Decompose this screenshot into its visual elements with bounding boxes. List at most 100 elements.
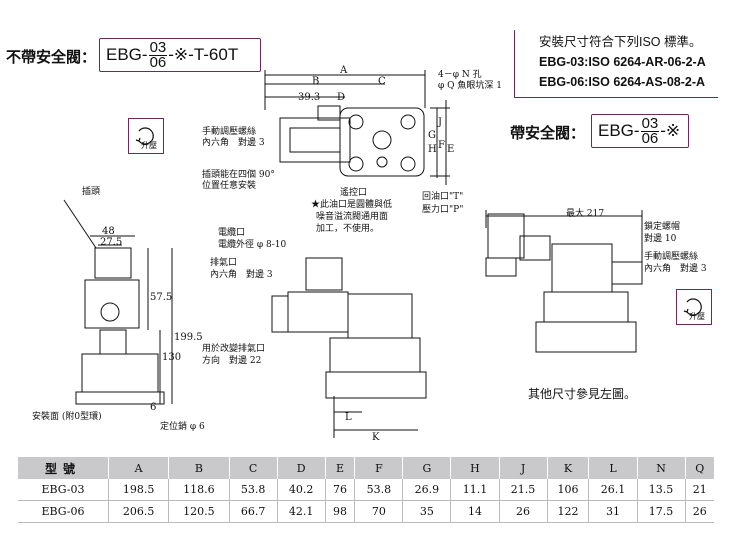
col-header: N bbox=[637, 457, 686, 479]
col-header: C bbox=[229, 457, 278, 479]
table-cell: 31 bbox=[588, 500, 638, 523]
table-cell: 26 bbox=[499, 500, 548, 523]
label-locating-pin: 定位銷 φ 6 bbox=[160, 422, 205, 432]
safety-model-size-fraction: 03 06 bbox=[640, 114, 660, 146]
iso-line-03: EBG-03:ISO 6264-AR-06-2-A bbox=[539, 55, 706, 69]
right-view-coil-cap bbox=[485, 257, 517, 277]
col-header: E bbox=[325, 457, 356, 479]
table-cell: EBG-06 bbox=[18, 500, 109, 523]
col-header: K bbox=[547, 457, 590, 479]
table-cell: 11.1 bbox=[450, 479, 500, 501]
table-row: EBG-06 206.5 120.5 66.7 42.1 98 70 35 14… bbox=[18, 500, 714, 523]
table-cell: 206.5 bbox=[108, 500, 170, 523]
table-cell: 106 bbox=[547, 479, 590, 501]
label-change-vent: 用於改變排氣口 bbox=[202, 344, 266, 354]
table-cell: 35 bbox=[402, 500, 452, 523]
label-lock-nut-size: 對邊 10 bbox=[644, 234, 677, 244]
dim-b: B bbox=[312, 76, 319, 87]
iso-line-06: EBG-06:ISO 6264-AS-08-2-A bbox=[539, 75, 706, 89]
model-size-fraction: 03 06 bbox=[148, 40, 168, 71]
side-view-neck bbox=[99, 329, 127, 355]
dim-575: 57.5 bbox=[150, 292, 172, 303]
table-cell: 98 bbox=[325, 500, 356, 523]
label-vent-hex: 內六角 對邊 3 bbox=[210, 270, 273, 280]
model-code-box: EBG- 03 06 -※-T-60T bbox=[99, 38, 261, 72]
label-mount-face: 安裝面 (附0型環) bbox=[32, 412, 102, 422]
label-rotate-plug: 插頭能在四個 90° bbox=[202, 170, 275, 180]
dim-48: 48 bbox=[102, 226, 115, 237]
table-cell: 17.5 bbox=[637, 500, 686, 523]
label-hex-right: 內六角 對邊 3 bbox=[644, 264, 707, 274]
table-cell: 14 bbox=[450, 500, 500, 523]
table-cell: 66.7 bbox=[229, 500, 278, 523]
label-plug: 插頭 bbox=[82, 187, 101, 197]
dim-c: C bbox=[378, 76, 386, 87]
label-note-2: 噪音溢流閥通用面 bbox=[316, 212, 389, 222]
label-vent-port: 排氣口 bbox=[210, 258, 238, 268]
top-view-coil-inner bbox=[289, 127, 341, 153]
top-view-knob bbox=[317, 105, 341, 121]
table-cell: 26.1 bbox=[588, 479, 638, 501]
technical-drawing: A B C 39.3 D G H J E F 48 27.5 57.5 199.… bbox=[63, 65, 643, 443]
safety-model-prefix: EBG- bbox=[598, 121, 640, 140]
col-header: G bbox=[402, 457, 452, 479]
safety-model-size-03: 03 bbox=[640, 114, 660, 132]
side-view-coil bbox=[84, 279, 140, 329]
front-view-connector bbox=[305, 257, 343, 291]
model-size-06: 06 bbox=[149, 53, 167, 71]
right-view-base bbox=[543, 291, 629, 323]
col-header: A bbox=[108, 457, 170, 479]
col-header: B bbox=[168, 457, 230, 479]
label-return-port: 回油口"T" bbox=[422, 192, 464, 202]
top-view-body bbox=[339, 107, 425, 177]
top-view-hole-3 bbox=[348, 156, 364, 172]
dim-275: 27.5 bbox=[100, 237, 122, 248]
label-hole-spec-1: 4－φ N 孔 bbox=[438, 70, 482, 80]
side-view-spool bbox=[100, 302, 120, 322]
table-cell: 42.1 bbox=[277, 500, 326, 523]
dim-a: A bbox=[339, 65, 348, 76]
dim-e: E bbox=[447, 144, 454, 155]
table-cell: 76 bbox=[325, 479, 356, 501]
table-cell: 53.8 bbox=[229, 479, 278, 501]
right-view-pilot bbox=[487, 213, 525, 259]
col-header: Q bbox=[685, 457, 714, 479]
label-change-vent-2: 方向 對邊 22 bbox=[202, 356, 262, 366]
table-cell: 53.8 bbox=[354, 479, 404, 501]
safety-model-suffix: -※ bbox=[660, 121, 681, 140]
label-lock-nut: 鎖定螺帽 bbox=[644, 222, 681, 232]
table-cell: 21 bbox=[685, 479, 714, 501]
side-view-flange bbox=[75, 391, 165, 405]
label-rotate-plug-2: 位置任意安裝 bbox=[202, 181, 257, 191]
front-view-vent bbox=[271, 295, 289, 333]
label-hole-spec-2: φ Q 魚眼坑深 1 bbox=[438, 81, 502, 91]
dim-h: H bbox=[428, 144, 437, 155]
front-view-flange bbox=[325, 371, 427, 399]
label-pressure-screw-left: 手動調壓螺絲 bbox=[202, 127, 257, 137]
top-view-coil bbox=[279, 117, 351, 163]
col-header: H bbox=[450, 457, 500, 479]
col-header: F bbox=[354, 457, 404, 479]
dim-d: D bbox=[337, 92, 345, 103]
dimension-table: 型號 A B C D E F G H J K L N Q EBG-03 198.… bbox=[18, 457, 714, 523]
table-cell: 21.5 bbox=[499, 479, 548, 501]
dim-1995: 199.5 bbox=[174, 332, 203, 343]
col-header: J bbox=[499, 457, 548, 479]
top-view-hole-1 bbox=[348, 114, 364, 130]
pressure-up-icon-right: 升壓 bbox=[676, 289, 712, 325]
side-view-plug bbox=[94, 247, 132, 279]
safety-model-code-box: EBG- 03 06 -※ bbox=[591, 114, 689, 148]
table-cell: 13.5 bbox=[637, 479, 686, 501]
dim-f: F bbox=[438, 140, 445, 151]
top-view-hole-4 bbox=[400, 156, 416, 172]
rotate-arrow-icon bbox=[683, 298, 702, 316]
col-header: L bbox=[588, 457, 638, 479]
pressure-up-text-right: 升壓 bbox=[689, 312, 705, 321]
table-cell: 198.5 bbox=[108, 479, 170, 501]
label-pressure-screw-right: 手動調壓螺絲 bbox=[644, 252, 699, 262]
dim-130: 130 bbox=[162, 352, 181, 363]
label-hex-left: 內六角 對邊 3 bbox=[202, 138, 265, 148]
label-max-width: 最大 217 bbox=[566, 209, 605, 219]
front-view-body bbox=[347, 293, 413, 339]
table-cell: 118.6 bbox=[168, 479, 230, 501]
